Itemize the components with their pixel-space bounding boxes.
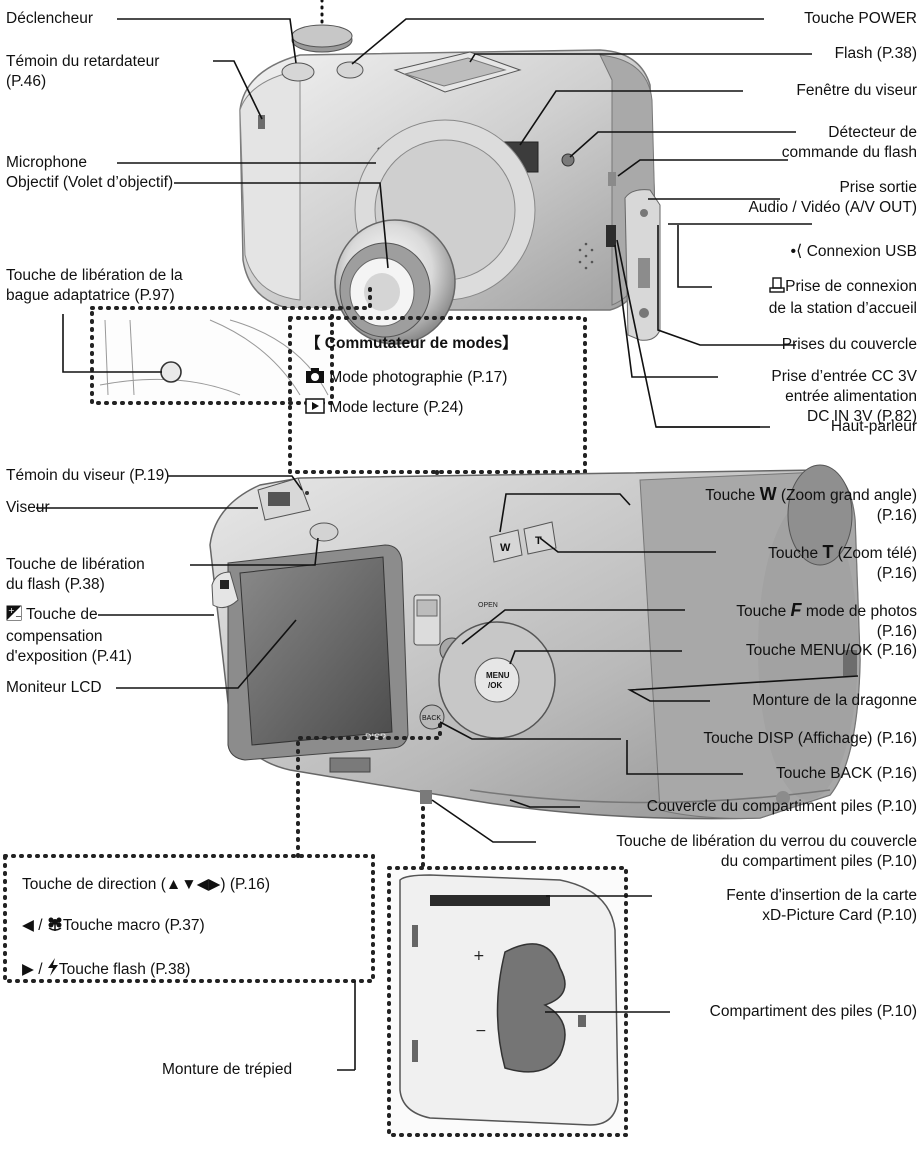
label-lcd: Moniteur LCD	[6, 679, 102, 696]
label-usb: •⟨ Connexion USB	[790, 243, 917, 260]
label-cover-sockets: Prises du couvercle	[781, 336, 917, 353]
label-speaker: Haut-parleur	[830, 418, 917, 435]
label-flash: Flash (P.38)	[834, 45, 917, 62]
label-direction: Touche de direction (▲▼◀▶) (P.16)	[22, 876, 271, 893]
flash-bolt-icon	[47, 958, 59, 982]
ok-mark: /OK	[488, 681, 502, 690]
label-back: Touche BACK (P.16)	[775, 765, 917, 782]
label-cover-lock: Touche de libération du verrou du couver…	[616, 833, 917, 870]
label-tripod: Monture de trépied	[162, 1061, 293, 1078]
leader-lines	[36, 0, 859, 1071]
svg-text:−: −	[475, 1023, 487, 1039]
svg-text:+: +	[8, 606, 15, 615]
label-lens: Objectif (Volet d’objectif)	[6, 174, 174, 191]
label-battery-comp: Compartiment des piles (P.10)	[709, 1003, 917, 1020]
label-f-button: Touche F mode de photos (P.16)	[736, 600, 917, 640]
label-viewfinder-lamp: Témoin du viseur (P.19)	[6, 467, 170, 484]
disp-mark: DISP	[365, 732, 386, 742]
label-power: Touche POWER	[804, 10, 917, 27]
label-menu-ok: Touche MENU/OK (P.16)	[745, 642, 917, 659]
dock-icon	[769, 277, 785, 299]
usb-icon: •⟨	[790, 243, 803, 260]
battery-inset: + −	[387, 806, 628, 1137]
label-disp: Touche DISP (Affichage) (P.16)	[703, 730, 917, 747]
label-macro: ◀ / Touche macro (P.37)	[22, 916, 205, 938]
mode-playback: Mode lecture (P.24)	[305, 398, 463, 420]
label-microphone: Microphone	[6, 154, 87, 171]
t-mark: T	[535, 535, 542, 547]
svg-text:−: −	[15, 612, 22, 621]
adapter-ring-inset	[90, 283, 372, 405]
label-w-button: Touche W (Zoom grand angle) (P.16)	[705, 484, 917, 524]
exposure-icon: +−	[6, 605, 22, 627]
play-icon	[305, 398, 325, 420]
label-battery-cover: Couvercle du compartiment piles (P.10)	[646, 798, 917, 815]
label-dock: Prise de connexion de la station d’accue…	[768, 277, 917, 317]
direction-box	[3, 854, 375, 983]
label-viewfinder: Viseur	[6, 499, 50, 516]
front-camera	[239, 24, 656, 345]
back-camera	[209, 464, 861, 820]
label-t-button: Touche T (Zoom télé) (P.16)	[768, 542, 917, 582]
camera-icon	[305, 368, 325, 390]
port-cover	[624, 189, 661, 341]
label-flash-key: ▶ / Touche flash (P.38)	[22, 958, 190, 982]
f-icon: F	[790, 600, 802, 620]
menu-mark: MENU	[486, 671, 510, 680]
label-self-timer: Témoin du retardateur(P.46)	[6, 53, 160, 90]
svg-text:+: +	[473, 948, 485, 964]
w-mark: W	[500, 542, 511, 554]
back-mark: BACK	[422, 715, 441, 722]
macro-icon	[47, 916, 63, 938]
label-strap-mount: Monture de la dragonne	[752, 692, 917, 709]
mode-photo: Mode photographie (P.17)	[305, 368, 507, 390]
mode-switch-title: 【 Commutateur de modes】	[305, 335, 518, 352]
open-mark: OPEN	[478, 602, 498, 609]
label-viewfinder-window: Fenêtre du viseur	[796, 82, 917, 99]
label-shutter: Déclencheur	[6, 10, 94, 27]
